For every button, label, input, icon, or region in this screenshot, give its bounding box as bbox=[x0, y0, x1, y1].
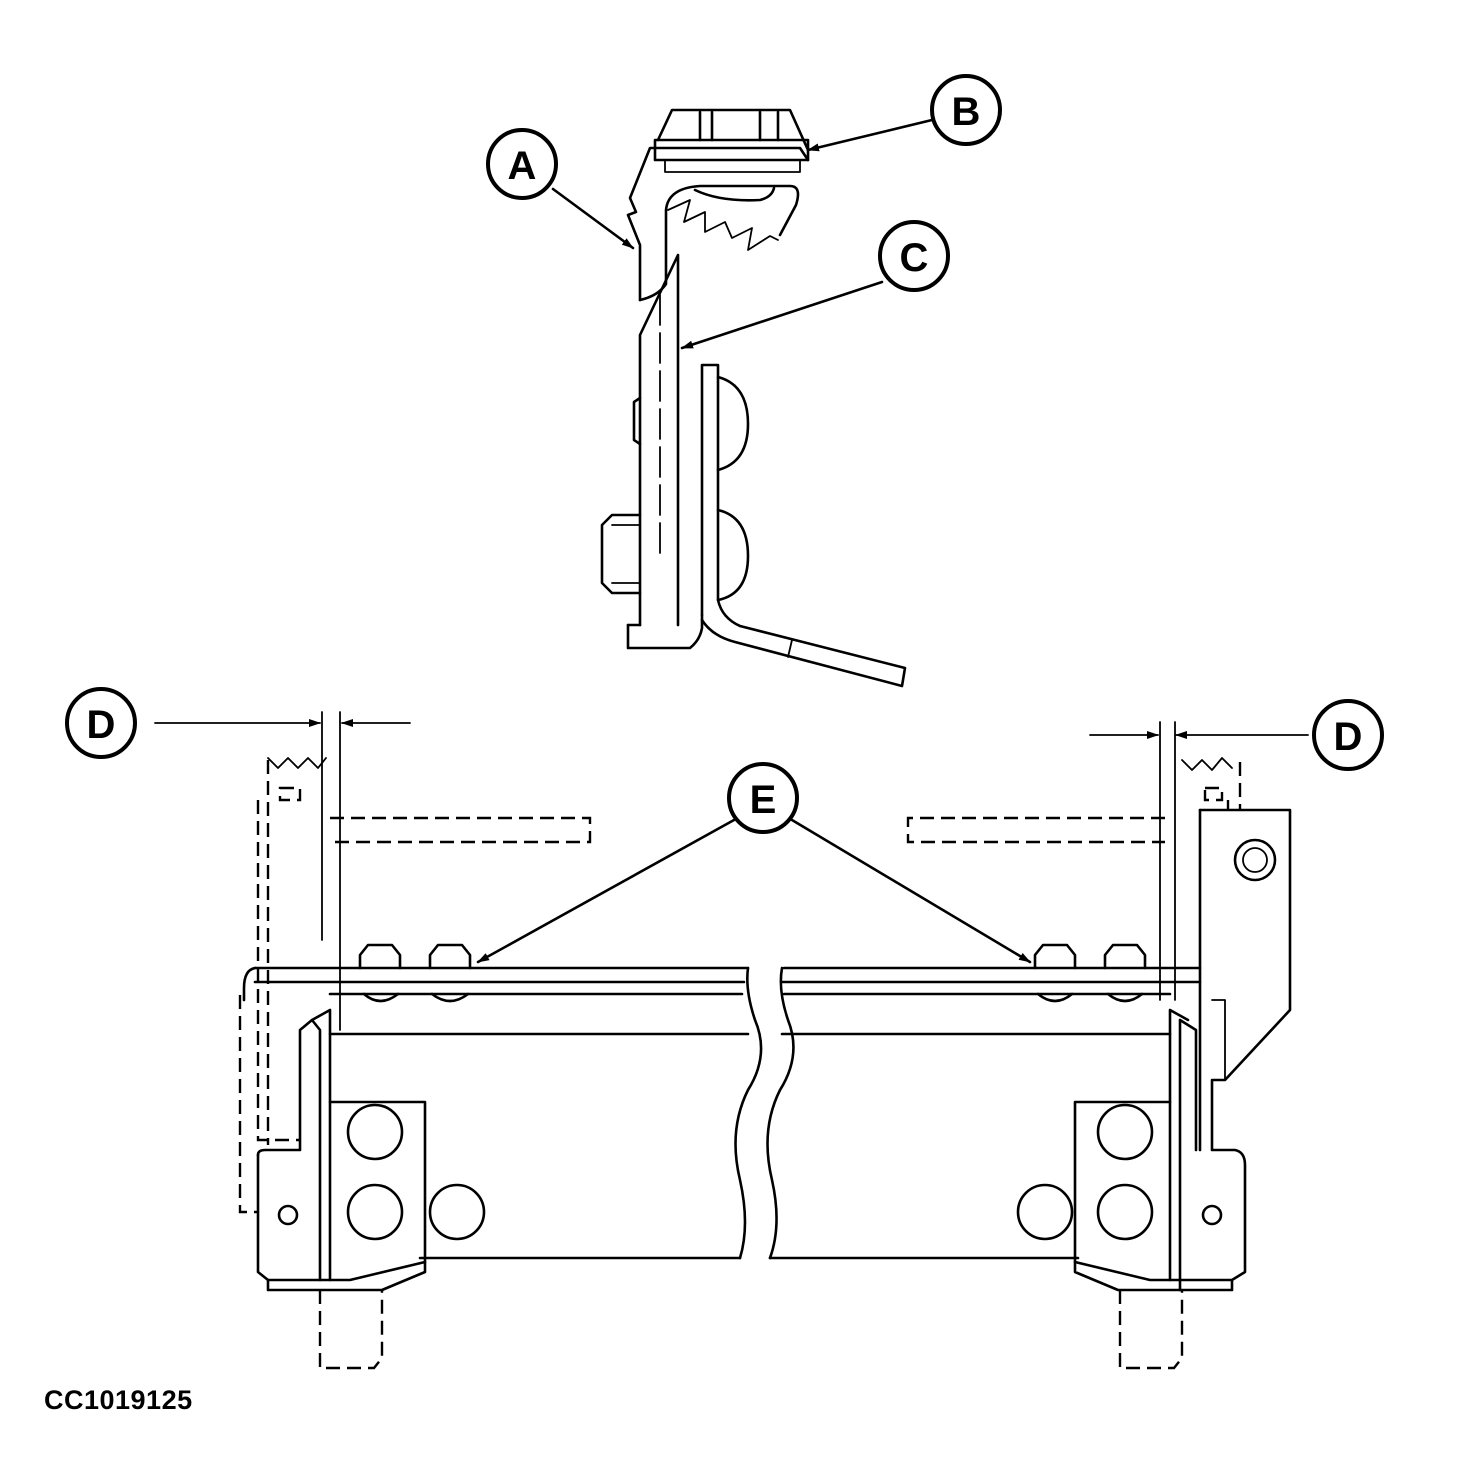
callout-d-left: D bbox=[65, 687, 137, 759]
svg-text:B: B bbox=[952, 90, 981, 134]
detail-view bbox=[551, 108, 934, 688]
callout-d-right: D bbox=[1312, 699, 1384, 771]
figure-id: CC1019125 bbox=[44, 1385, 193, 1415]
callout-a: A bbox=[486, 128, 558, 200]
callout-c: C bbox=[878, 220, 950, 292]
svg-text:C: C bbox=[900, 236, 929, 280]
svg-text:D: D bbox=[87, 703, 116, 747]
svg-text:D: D bbox=[1334, 715, 1363, 759]
main-view bbox=[154, 711, 1309, 1370]
callout-b: B bbox=[930, 74, 1002, 146]
callout-e: E bbox=[727, 762, 799, 834]
svg-text:E: E bbox=[750, 778, 777, 822]
svg-text:A: A bbox=[508, 144, 537, 188]
